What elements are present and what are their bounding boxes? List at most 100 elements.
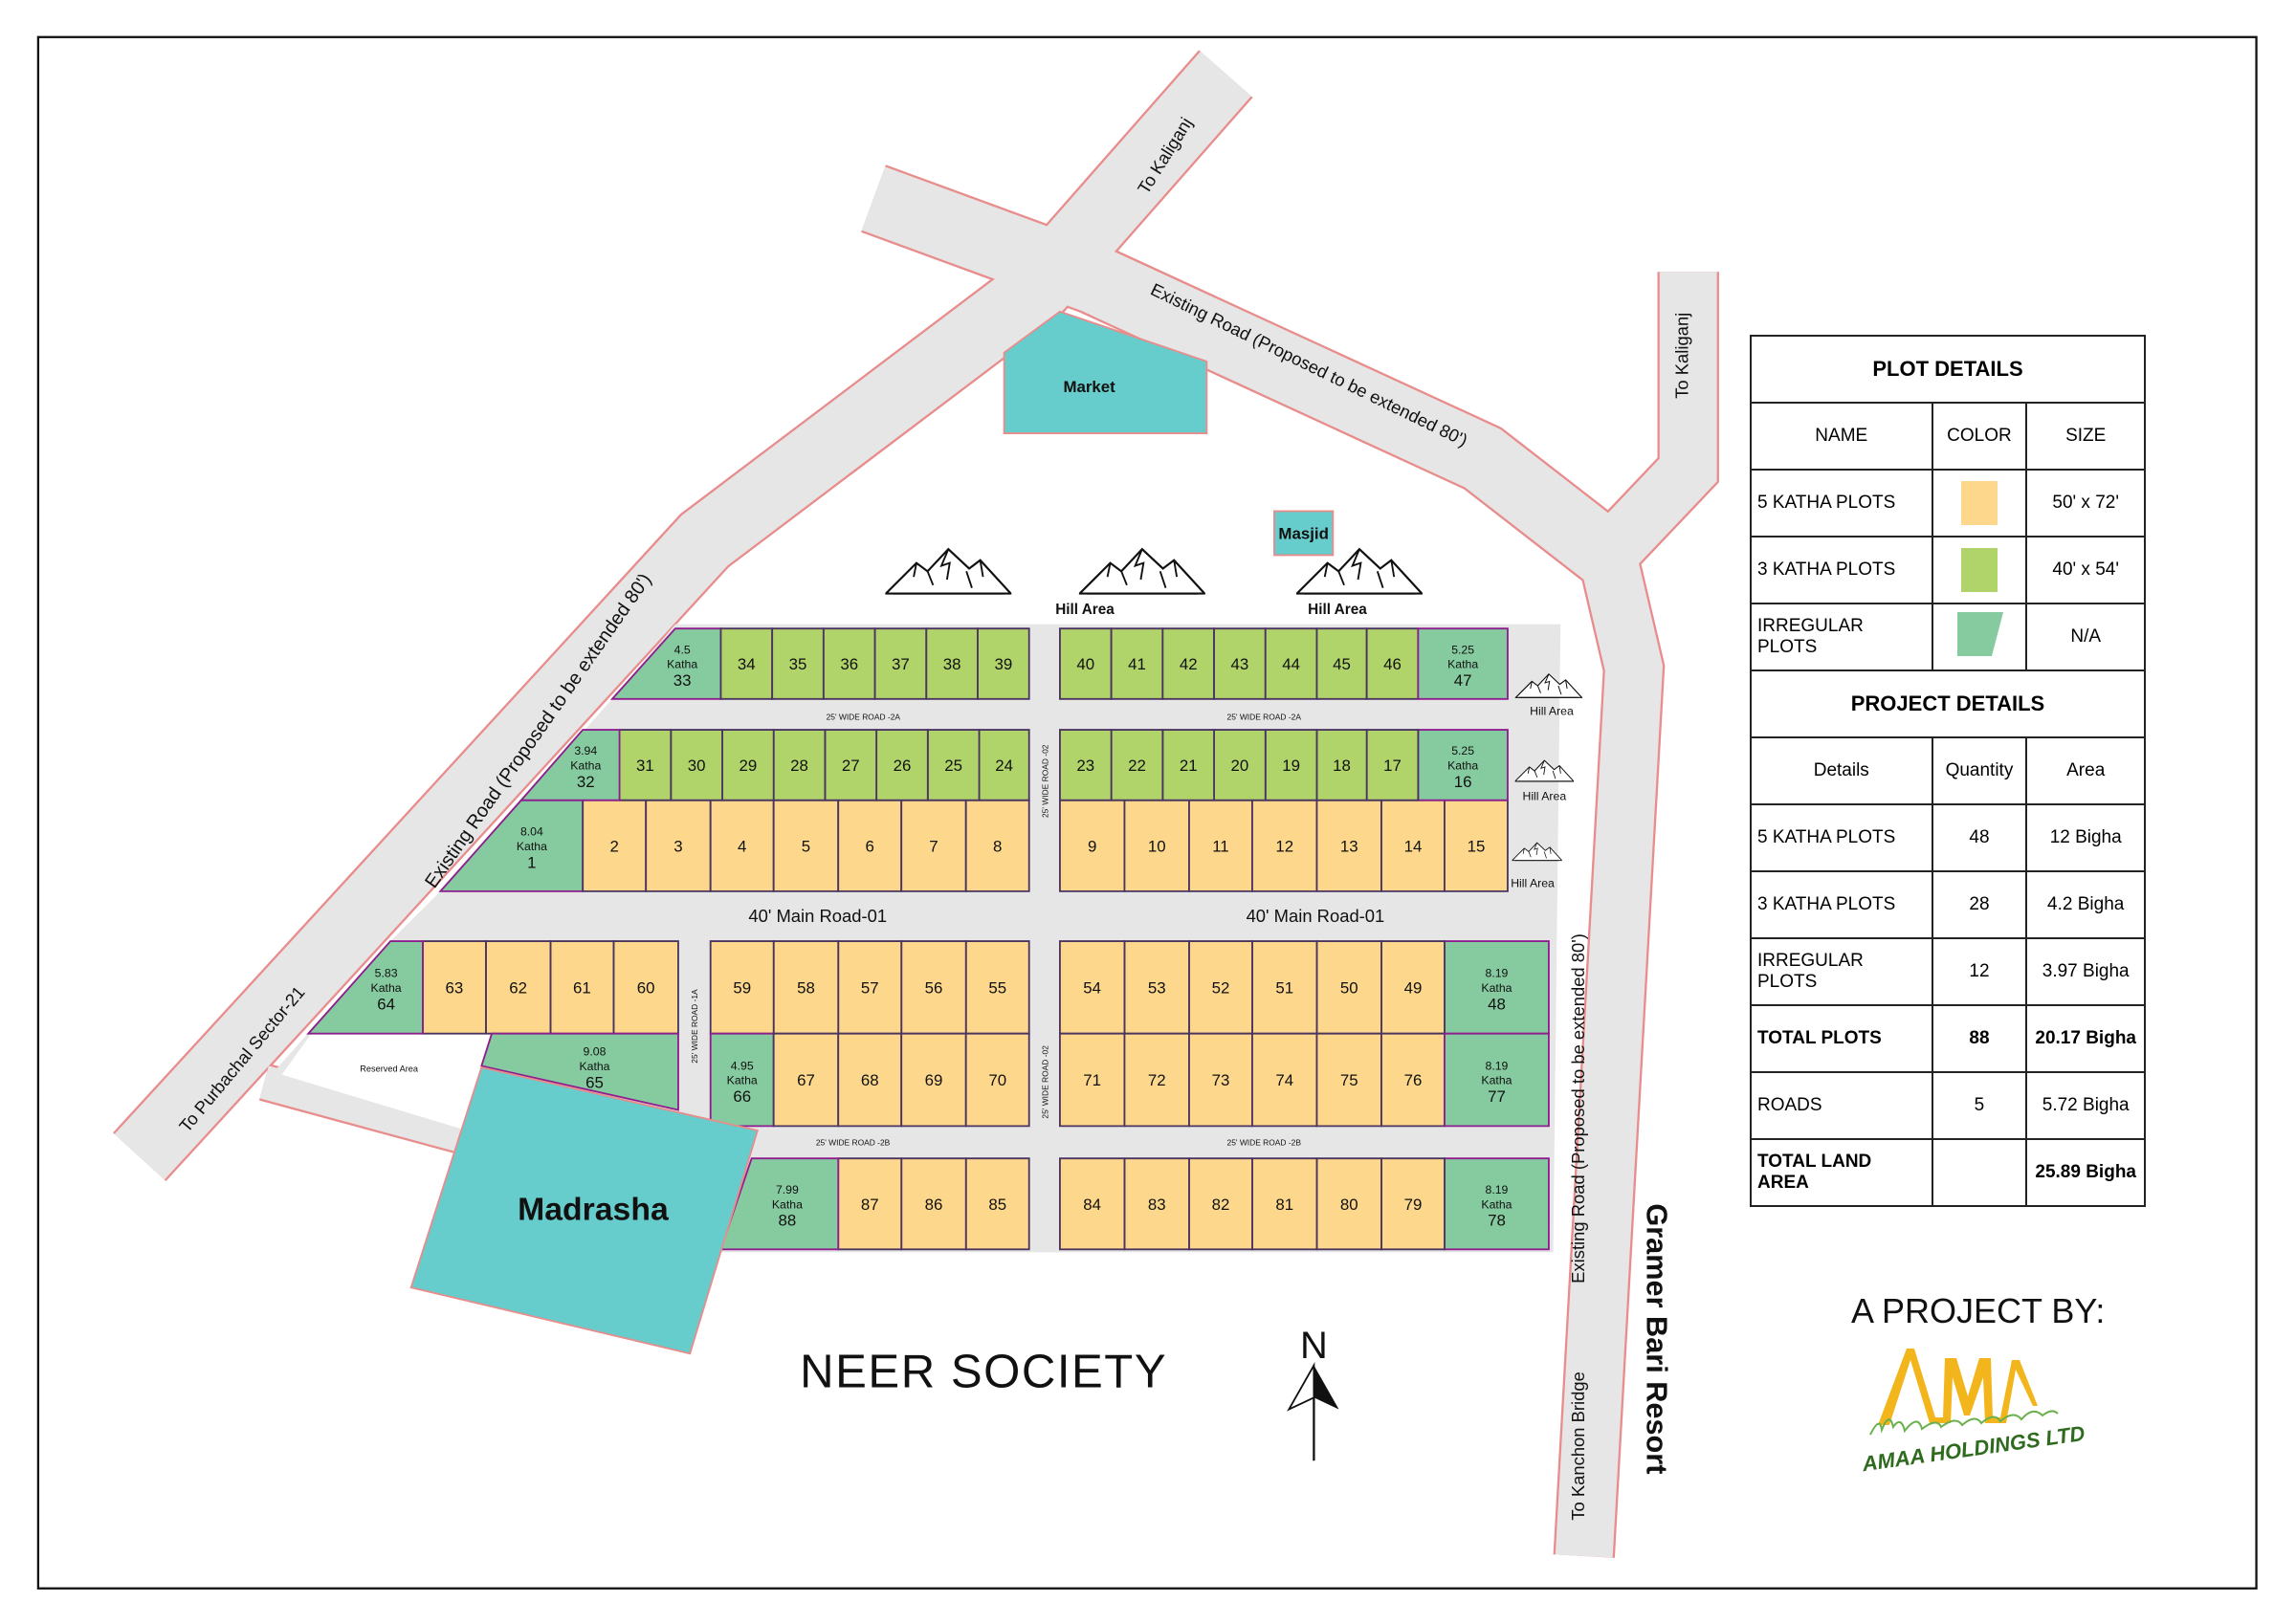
col-header: Details — [1750, 736, 1933, 805]
road-label-to-kaliganj-right: To Kaliganj — [1672, 313, 1692, 399]
hill-area-label: Hill Area — [1530, 705, 1574, 718]
plot-number: 25 — [944, 757, 962, 775]
row-area: 5.72 Bigha — [2025, 1071, 2146, 1140]
plot-number: 85 — [988, 1196, 1006, 1214]
plot-84[interactable] — [1059, 1157, 1126, 1251]
row-name: 3 KATHA PLOTS — [1750, 870, 1933, 939]
plot-47[interactable] — [1417, 627, 1509, 700]
row-name: TOTAL PLOTS — [1750, 1004, 1933, 1073]
plot-number: 44 — [1282, 655, 1300, 673]
plot-unit-label: Katha — [1447, 658, 1478, 671]
plot-number: 35 — [789, 655, 807, 673]
row-area: 4.2 Bigha — [2025, 870, 2146, 939]
plot-23[interactable] — [1059, 729, 1113, 801]
plot-number: 58 — [797, 979, 815, 998]
legend-name: 5 KATHA PLOTS — [1750, 469, 1933, 538]
plot-number: 41 — [1128, 655, 1146, 673]
col-header: SIZE — [2025, 402, 2146, 471]
plot-number: 27 — [842, 757, 860, 775]
plot-number: 14 — [1404, 837, 1423, 855]
north-arrow: N — [1287, 1325, 1339, 1461]
plot-area-label: 5.25 — [1451, 643, 1474, 656]
road-label-2b-right: 25' WIDE ROAD -2B — [1227, 1137, 1302, 1147]
legend-swatch-3-katha — [1960, 548, 1998, 592]
legend-row-irregular: IRREGULAR PLOTS N/A — [1750, 603, 2146, 671]
road-label-to-kanchon: To Kanchon Bridge — [1568, 1372, 1588, 1521]
plot-number: 86 — [925, 1196, 943, 1214]
plot-number: 20 — [1231, 757, 1249, 775]
plot-number: 1 — [527, 853, 536, 871]
plot-number: 46 — [1383, 655, 1402, 673]
legend-row-3-katha: 3 KATHA PLOTS 40' x 54' — [1750, 536, 2146, 604]
road-label-existing-right: Existing Road (Proposed to be extended 8… — [1568, 933, 1588, 1284]
road-label-02-bottom: 25' WIDE ROAD -02 — [1041, 1045, 1050, 1119]
road-label-2a-right: 25' WIDE ROAD -2A — [1227, 712, 1302, 721]
plot-number: 48 — [1488, 995, 1506, 1013]
row-area: 25.89 Bigha — [2025, 1138, 2146, 1207]
col-header: Area — [2025, 736, 2146, 805]
plot-number: 50 — [1340, 979, 1358, 998]
plot-number: 56 — [925, 979, 943, 998]
plot-number: 34 — [738, 655, 756, 673]
plot-unit-label: Katha — [667, 658, 697, 671]
row-qty: 88 — [1931, 1004, 2028, 1073]
plot-39[interactable] — [977, 627, 1030, 700]
plot-number: 76 — [1404, 1071, 1423, 1089]
plot-number: 31 — [636, 757, 654, 775]
plot-number: 74 — [1275, 1071, 1293, 1089]
plot-unit-label: Katha — [1481, 1074, 1512, 1087]
plot-area-label: 9.08 — [584, 1045, 607, 1059]
plot-number: 68 — [861, 1071, 879, 1089]
plot-number: 60 — [637, 979, 655, 998]
market-label: Market — [1063, 378, 1115, 396]
plot-number: 72 — [1148, 1071, 1166, 1089]
plot-unit-label: Katha — [579, 1060, 609, 1073]
plot-77[interactable] — [1444, 1032, 1550, 1128]
legend-name: 3 KATHA PLOTS — [1750, 536, 1933, 604]
plot-number: 45 — [1333, 655, 1351, 673]
plot-details-title: PLOT DETAILS — [1750, 335, 2146, 404]
project-title: NEER SOCIETY — [800, 1347, 1167, 1398]
plot-number: 15 — [1468, 837, 1486, 855]
road-label-main-left: 40' Main Road-01 — [748, 906, 887, 926]
plot-65[interactable] — [480, 1032, 679, 1111]
plot-number: 53 — [1148, 979, 1166, 998]
row-qty: 5 — [1931, 1071, 2028, 1140]
row-qty: 48 — [1931, 803, 2028, 872]
plot-number: 63 — [446, 979, 464, 998]
legend-swatch-irregular — [1956, 612, 2003, 656]
map-border — [36, 35, 2258, 1590]
legend-swatch-5-katha — [1960, 481, 1998, 525]
plot-32[interactable] — [519, 729, 621, 801]
madrasha — [409, 1065, 759, 1355]
plot-number: 64 — [377, 995, 395, 1013]
plot-70[interactable] — [964, 1032, 1030, 1128]
plot-number: 37 — [892, 655, 910, 673]
masjid-label: Masjid — [1278, 525, 1328, 543]
row-name: 5 KATHA PLOTS — [1750, 803, 1933, 872]
plot-number: 70 — [988, 1071, 1006, 1089]
plot-number: 26 — [894, 757, 912, 775]
plot-number: 81 — [1275, 1196, 1293, 1214]
plot-number: 65 — [585, 1073, 604, 1091]
row-area: 12 Bigha — [2025, 803, 2146, 872]
plot-number: 54 — [1083, 979, 1101, 998]
plot-number: 67 — [797, 1071, 815, 1089]
plot-number: 6 — [866, 837, 874, 855]
plot-number: 88 — [779, 1212, 797, 1230]
plot-number: 40 — [1076, 655, 1094, 673]
plot-unit-label: Katha — [1447, 758, 1478, 772]
plot-unit-label: Katha — [772, 1197, 803, 1211]
plot-number: 73 — [1212, 1071, 1230, 1089]
plot-number: 32 — [577, 773, 595, 791]
legend-row-5-katha: 5 KATHA PLOTS 50' x 72' — [1750, 469, 2146, 538]
plot-64[interactable] — [306, 940, 424, 1035]
plot-number: 52 — [1212, 979, 1230, 998]
plot-number: 87 — [861, 1196, 879, 1214]
road-label-main-right: 40' Main Road-01 — [1247, 906, 1385, 926]
plot-number: 8 — [993, 837, 1002, 855]
